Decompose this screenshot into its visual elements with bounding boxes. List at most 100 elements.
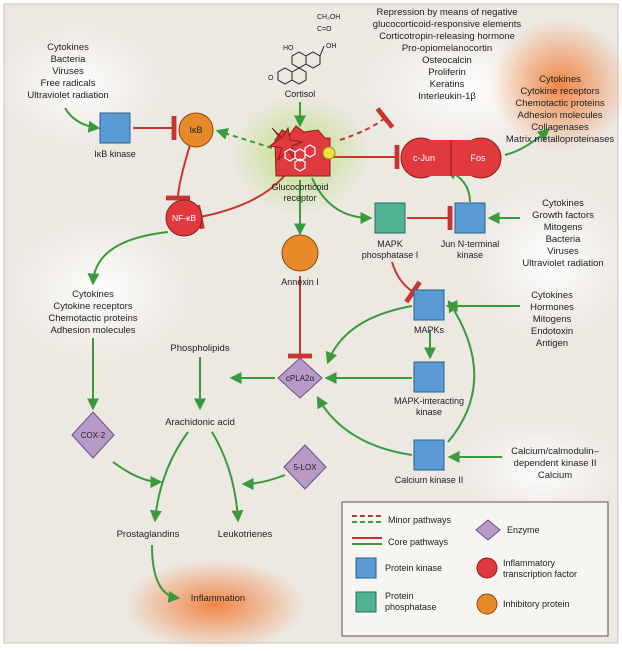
calcium-kinase-label: Calcium kinase II [395,475,464,485]
ikb-node[interactable] [178,112,214,148]
legend-tf-label-line2: transcription factor [503,569,577,579]
prostaglandins-label: Prostaglandins [117,529,180,540]
legend-protein-kinase-label: Protein kinase [385,563,442,573]
legend-enzyme-label: Enzyme [507,525,540,535]
edge-phosphatase-inhibits-mapks [391,261,422,304]
legend-core-label: Core pathways [388,537,449,547]
edge-gr-minor-repression [339,107,395,141]
stimulus-line: Calcium [538,470,572,481]
cortisol-ho: HO [283,45,294,52]
stimulus-line: Growth factors [532,210,594,221]
output-line: Matrix metalloproteinases [506,134,614,145]
stimulus-line: Mitogens [544,222,583,233]
repression-line: Interleukin-1β [418,91,476,102]
jnk-label-line2: kinase [457,250,483,260]
stimulus-line: Ultraviolet radiation [27,90,108,101]
legend-tf-icon [476,557,498,579]
output-line: Cytokines [539,74,581,85]
arachidonic-acid-label: Arachidonic acid [165,417,235,428]
fos-label: Fos [470,153,486,163]
legend-box [341,501,609,637]
mapk-phosphatase-label-line1: MAPK [377,239,403,249]
cjun-label: c-Jun [413,153,435,163]
edge-gr-minor-to-ikb [215,128,273,149]
mapk-phosphatase-node[interactable] [374,202,406,234]
cpla2-node[interactable] [277,357,323,399]
phospholipids-label: Phospholipids [170,343,229,354]
cpla2-label: cPLA2α [286,374,315,383]
mnk-node[interactable] [413,361,445,393]
edge-gr-inhibits-nfkb [195,174,286,230]
stimulus-line: Hormones [530,302,574,313]
mnk-label-line2: kinase [416,407,442,417]
leukotrienes-label: Leukotrienes [218,529,273,540]
stimulus-line: Bacteria [546,234,582,245]
ikb-label: IκB [189,125,202,135]
repression-line: Keratins [430,79,465,90]
stimulus-line: Ultraviolet radiation [522,258,603,269]
cortisol-oh: OH [326,43,337,50]
legend-phosphatase-icon [355,591,377,613]
calcium-kinase-node[interactable] [413,439,445,471]
annexin-node[interactable] [281,234,319,272]
cortisol-label: Cortisol [285,89,316,99]
glow [470,180,622,340]
cortisol-o: O [268,75,274,82]
edge-mapks-to-cpla2 [325,305,413,365]
legend-phosphatase-label-line1: Protein [385,591,414,601]
cortisol-co: C=O [317,26,332,33]
legend-tf-label-line1: Inflammatory [503,558,556,568]
stimulus-line: Endotoxin [531,326,573,337]
nfkb-outputs: Cytokines Cytokine receptors Chemotactic… [48,289,137,336]
stimulus-line: dependent kinase II [514,458,597,469]
legend-inhibitory-label: Inhibitory protein [503,599,570,609]
stimulus-line: Calcium/calmodulin– [511,446,599,457]
nfkb-label: NF-κB [172,213,196,223]
mapk-phosphatase-label-line2: phosphatase I [362,250,419,260]
glucocorticoid-receptor-node[interactable] [268,125,336,177]
jnk-node[interactable] [454,202,486,234]
cox2-label: COX-2 [81,431,106,440]
repression-line: Proliferin [428,67,466,78]
nfkb-node[interactable] [165,199,203,237]
inflammation-label: Inflammation [191,593,245,604]
edge-nfkb-to-outputs [87,231,169,286]
cortisol-molecule [277,45,325,85]
cox2-node[interactable] [71,411,115,459]
calcium-stimuli: Calcium/calmodulin– dependent kinase II … [511,446,599,481]
glow [10,220,190,360]
edge-prostaglandins-to-inflammation [151,544,181,603]
edge-cak-to-mapks [447,299,476,443]
legend: Minor pathways Core pathways Enzyme Prot… [341,501,609,637]
edge-aa-to-leukotrienes [211,431,244,523]
ikb-kinase-node[interactable] [99,112,131,144]
stimulus-line: Free radicals [41,78,96,89]
legend-enzyme-icon [475,519,501,541]
annexin-label: Annexin I [281,277,319,287]
5lox-node[interactable] [283,444,327,490]
legend-inhibitory-icon [476,593,498,615]
stimulus-line: Mitogens [533,314,572,325]
inflammation-glow [125,560,305,650]
glow [460,420,620,520]
edge-gr-to-mapk-phosphatase [311,177,373,224]
gr-label-line2: receptor [283,193,316,203]
output-line: Cytokines [72,289,114,300]
stimulus-line: Cytokines [47,42,89,53]
output-line: Chemotactic proteins [48,313,137,324]
repression-line: Corticotropin-releasing hormone [379,31,515,42]
edge-5lox-to-leukotrienes [241,474,286,490]
repression-line: glucocorticoid-responsive elements [373,19,522,30]
ap1-outputs: Cytokines Cytokine receptors Chemotactic… [506,74,614,145]
edge-ap1-to-outputs [504,128,550,156]
mapks-node[interactable] [413,289,445,321]
repression-line: Repression by means of negative [377,7,518,18]
stimulus-line: Bacteria [51,54,87,65]
stimulus-line: Cytokines [542,198,584,209]
edge-cak-to-cpla2 [316,395,413,456]
output-line: Chemotactic proteins [515,98,604,109]
output-line: Adhesion molecules [517,110,602,121]
output-line: Cytokine receptors [53,301,132,312]
